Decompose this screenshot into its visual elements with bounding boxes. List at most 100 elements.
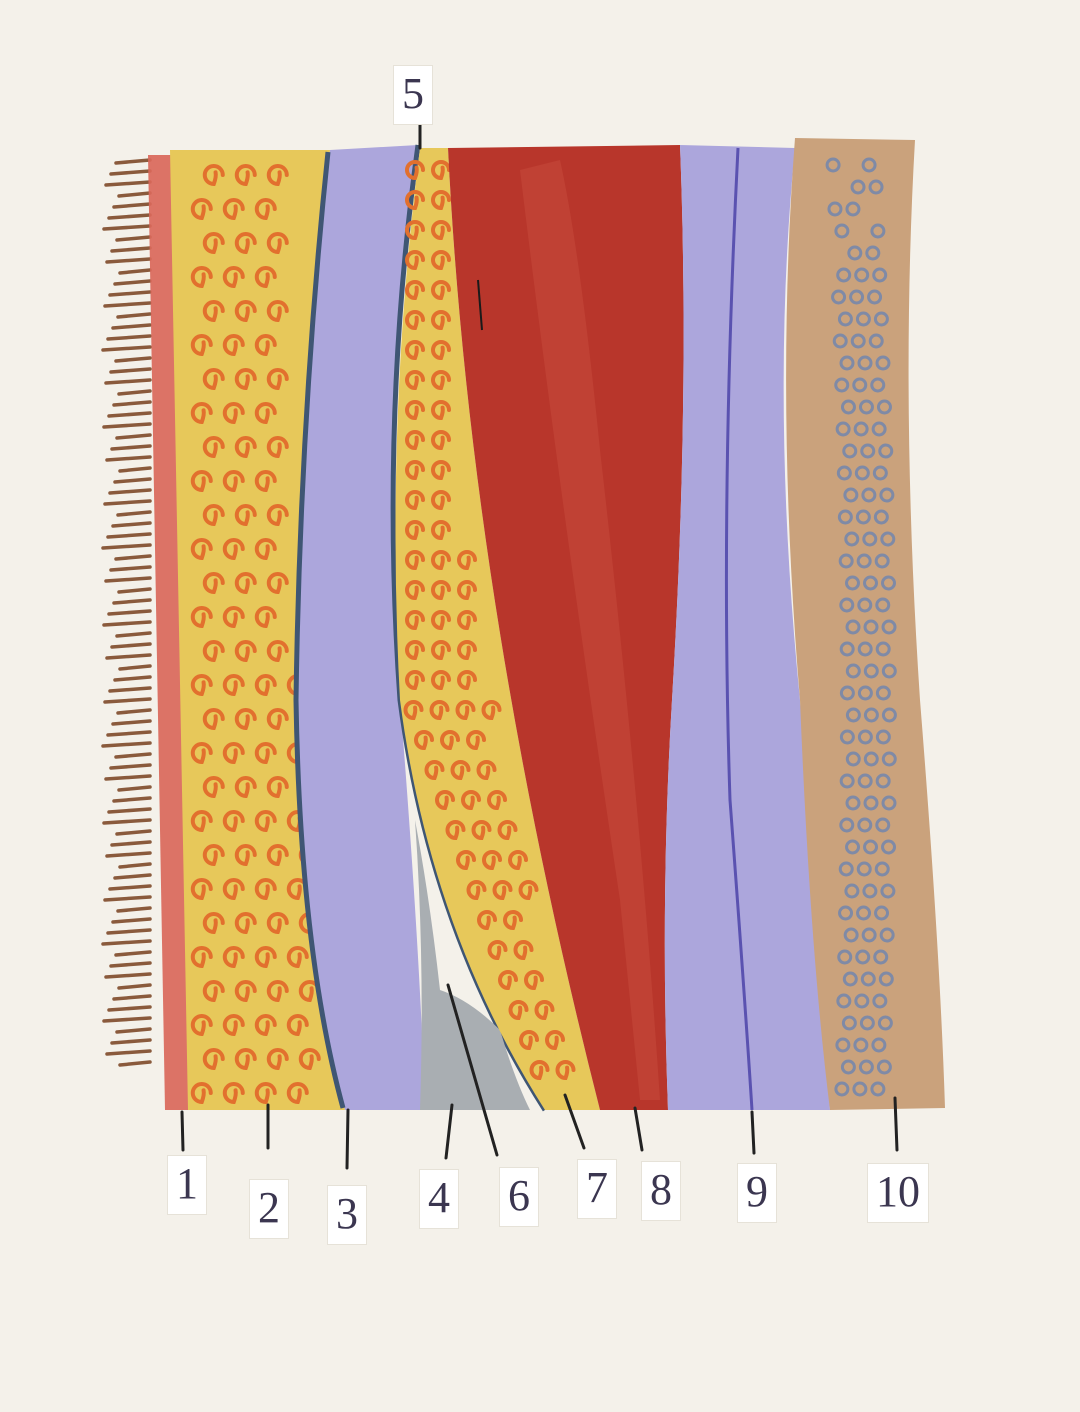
fringe-hair [103,545,150,548]
fringe-hair [110,292,150,295]
fringe-hair [120,468,150,471]
fringe-hair [119,193,150,196]
fringe-hair [106,578,150,581]
fringe-hair [109,1007,150,1010]
fringe-hair [111,963,150,966]
fringe-hair [108,930,150,933]
leader-4 [446,1105,452,1158]
fringe-hair [109,611,150,614]
label-9: 9 [738,1164,776,1222]
fringe-hair [117,237,150,240]
fringe-hair [116,754,150,757]
fringe-hair [107,457,150,460]
fringe-hair [119,985,150,988]
label-4: 4 [420,1170,458,1228]
label-3: 3 [328,1186,366,1244]
fringe-hair [114,798,150,801]
fringe-hair [106,182,150,185]
fringe-hair [104,1018,150,1021]
leader-3 [347,1110,348,1168]
fringe-hair [120,270,150,273]
fringe-hair [104,226,150,229]
fringe-hair [113,721,150,724]
fringe-hair [113,523,150,526]
leader-1 [182,1112,183,1150]
fringe-hair [104,424,150,427]
label-2: 2 [250,1180,288,1238]
label-5: 5 [394,66,432,124]
label-6: 6 [500,1168,538,1226]
fringe-hair [108,732,150,735]
fringe-hair [109,413,150,416]
fringe-hair [117,435,150,438]
fringe-hair [103,347,150,350]
fringe-hair [112,446,150,449]
fringe-hair [117,831,150,834]
fringe-hair [118,710,150,713]
fringe-hair [111,567,150,570]
fringe-hair [106,776,150,779]
fringe-hair [114,402,150,405]
label-7: 7 [578,1160,616,1218]
fringe-hair [120,1062,150,1065]
fringe-hair [118,908,150,911]
fringe-hair [116,160,150,163]
fringe-hair [105,699,150,702]
fringe-hair [109,809,150,812]
label-10: 10 [868,1164,928,1222]
fringe-hair [105,501,150,504]
fringe-hair [107,1051,150,1054]
fringe-hair [115,281,150,284]
fringe-hair [112,644,150,647]
fringe-hair [119,589,150,592]
fringe-hair [114,600,150,603]
fringe-hair [114,204,150,207]
fringe-hair [120,666,150,669]
fringe-hair [105,897,150,900]
fringe-hair [113,325,150,328]
fringe-hair [111,765,150,768]
fringe-hair [103,941,150,944]
leader-10 [895,1098,897,1150]
fringe-hair [111,171,150,174]
leader-9 [752,1112,754,1153]
fringe-hair [110,688,150,691]
fringe-hair [114,996,150,999]
fringe-hair [118,314,150,317]
fringe-hair [109,215,150,218]
fringe-hair [120,864,150,867]
fringe-hair [107,655,150,658]
fringe-hair [119,391,150,394]
fringe-hair [108,534,150,537]
fringe-hair [115,479,150,482]
fringe-hair [115,677,150,680]
fringe-hair [107,259,150,262]
label-8: 8 [642,1162,680,1220]
fringe-hair [104,820,150,823]
fringe-hair [116,358,150,361]
fringe-hair [112,1040,150,1043]
fringe-hair [115,875,150,878]
label-1: 1 [168,1156,206,1214]
fringe-hair [103,743,150,746]
fringe-hair [112,842,150,845]
fringe-hair [118,512,150,515]
fringe-hair [117,633,150,636]
fringe-hair [110,886,150,889]
fringe-hair [110,490,150,493]
fringe-hair [105,303,150,306]
fringe-hair [116,952,150,955]
fringe-hair [112,248,150,251]
fringe-hair [106,380,150,383]
fringe-hair [116,556,150,559]
fringe-hairs [103,160,150,1065]
fringe-hair [111,369,150,372]
fringe-hair [106,974,150,977]
fringe-hair [117,1029,150,1032]
fringe-hair [119,787,150,790]
fringe-hair [107,853,150,856]
fringe-hair [113,919,150,922]
fringe-hair [108,336,150,339]
leader-8 [635,1108,642,1150]
